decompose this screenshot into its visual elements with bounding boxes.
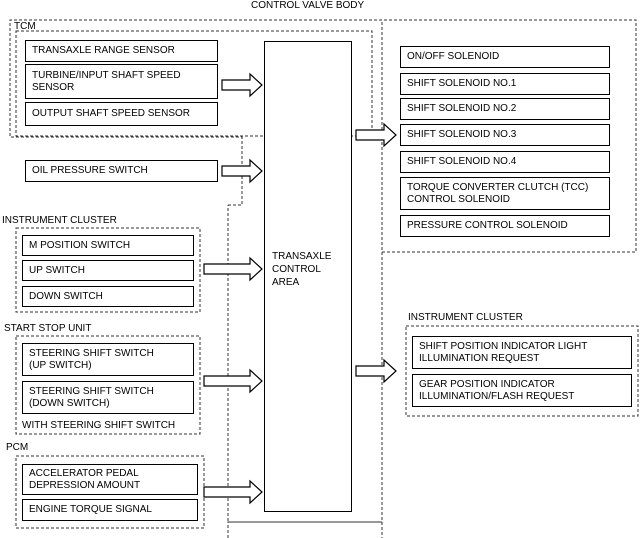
steering-shift-switch-note: WITH STEERING SHIFT SWITCH bbox=[22, 420, 176, 431]
shift-solenoid-no2: SHIFT SOLENOID NO.2 bbox=[400, 98, 610, 120]
up-switch: UP SWITCH bbox=[22, 260, 194, 281]
instrument-cluster-in-outline bbox=[15, 227, 201, 313]
transaxle-control-area bbox=[264, 41, 352, 512]
gear-position-indicator-request: GEAR POSITION INDICATOR ILLUMINATION/FLA… bbox=[412, 374, 632, 407]
tcc-control-solenoid: TORQUE CONVERTER CLUTCH (TCC) CONTROL SO… bbox=[400, 177, 610, 210]
instrument-cluster-out-outline bbox=[405, 325, 639, 417]
arrow-instrument-cluster-in bbox=[203, 256, 263, 282]
arrow-instrument-cluster-out bbox=[355, 358, 397, 384]
instrument-cluster-in-label: INSTRUMENT CLUSTER bbox=[2, 215, 117, 226]
tcm-output-shaft-speed-sensor: OUTPUT SHAFT SPEED SENSOR bbox=[25, 102, 218, 126]
arrow-start-stop bbox=[203, 368, 263, 394]
control-valve-body-outline-bottom bbox=[227, 521, 383, 538]
steering-shift-switch-down: STEERING SHIFT SWITCH (DOWN SWITCH) bbox=[22, 381, 194, 414]
pcm-label: PCM bbox=[6, 442, 29, 453]
pressure-control-solenoid: PRESSURE CONTROL SOLENOID bbox=[400, 215, 610, 237]
arrow-tcm bbox=[221, 72, 263, 98]
instrument-cluster-out-label: INSTRUMENT CLUSTER bbox=[408, 312, 523, 323]
start-stop-unit-outline bbox=[15, 335, 201, 435]
control-valve-body-outline-right bbox=[382, 19, 637, 253]
shift-position-indicator-request: SHIFT POSITION INDICATOR LIGHT ILLUMINAT… bbox=[412, 336, 632, 369]
shift-solenoid-no3: SHIFT SOLENOID NO.3 bbox=[400, 124, 610, 146]
diagram-title: CONTROL VALVE BODY bbox=[251, 0, 365, 11]
accelerator-pedal-depression-amount: ACCELERATOR PEDAL DEPRESSION AMOUNT bbox=[22, 464, 198, 495]
down-switch: DOWN SWITCH bbox=[22, 286, 194, 307]
tcm-group-outline bbox=[15, 30, 373, 137]
on-off-solenoid: ON/OFF SOLENOID bbox=[400, 46, 610, 68]
steering-shift-switch-up: STEERING SHIFT SWITCH (UP SWITCH) bbox=[22, 343, 194, 376]
shift-solenoid-no1: SHIFT SOLENOID NO.1 bbox=[400, 73, 610, 95]
engine-torque-signal: ENGINE TORQUE SIGNAL bbox=[22, 499, 198, 521]
arrow-oil-pressure bbox=[221, 158, 263, 184]
tcm-transaxle-range-sensor: TRANSAXLE RANGE SENSOR bbox=[25, 40, 218, 62]
tcm-label: TCM bbox=[14, 21, 36, 32]
start-stop-unit-label: START STOP UNIT bbox=[4, 323, 92, 334]
m-position-switch: M POSITION SWITCH bbox=[22, 235, 194, 256]
arrow-outputs bbox=[355, 122, 397, 148]
shift-solenoid-no4: SHIFT SOLENOID NO.4 bbox=[400, 151, 610, 173]
arrow-pcm bbox=[203, 479, 263, 505]
tcm-turbine-input-shaft-speed-sensor: TURBINE/INPUT SHAFT SPEED SENSOR bbox=[25, 64, 218, 99]
transaxle-control-area-label: TRANSAXLE CONTROL AREA bbox=[272, 251, 332, 288]
oil-pressure-switch: OIL PRESSURE SWITCH bbox=[25, 160, 218, 182]
